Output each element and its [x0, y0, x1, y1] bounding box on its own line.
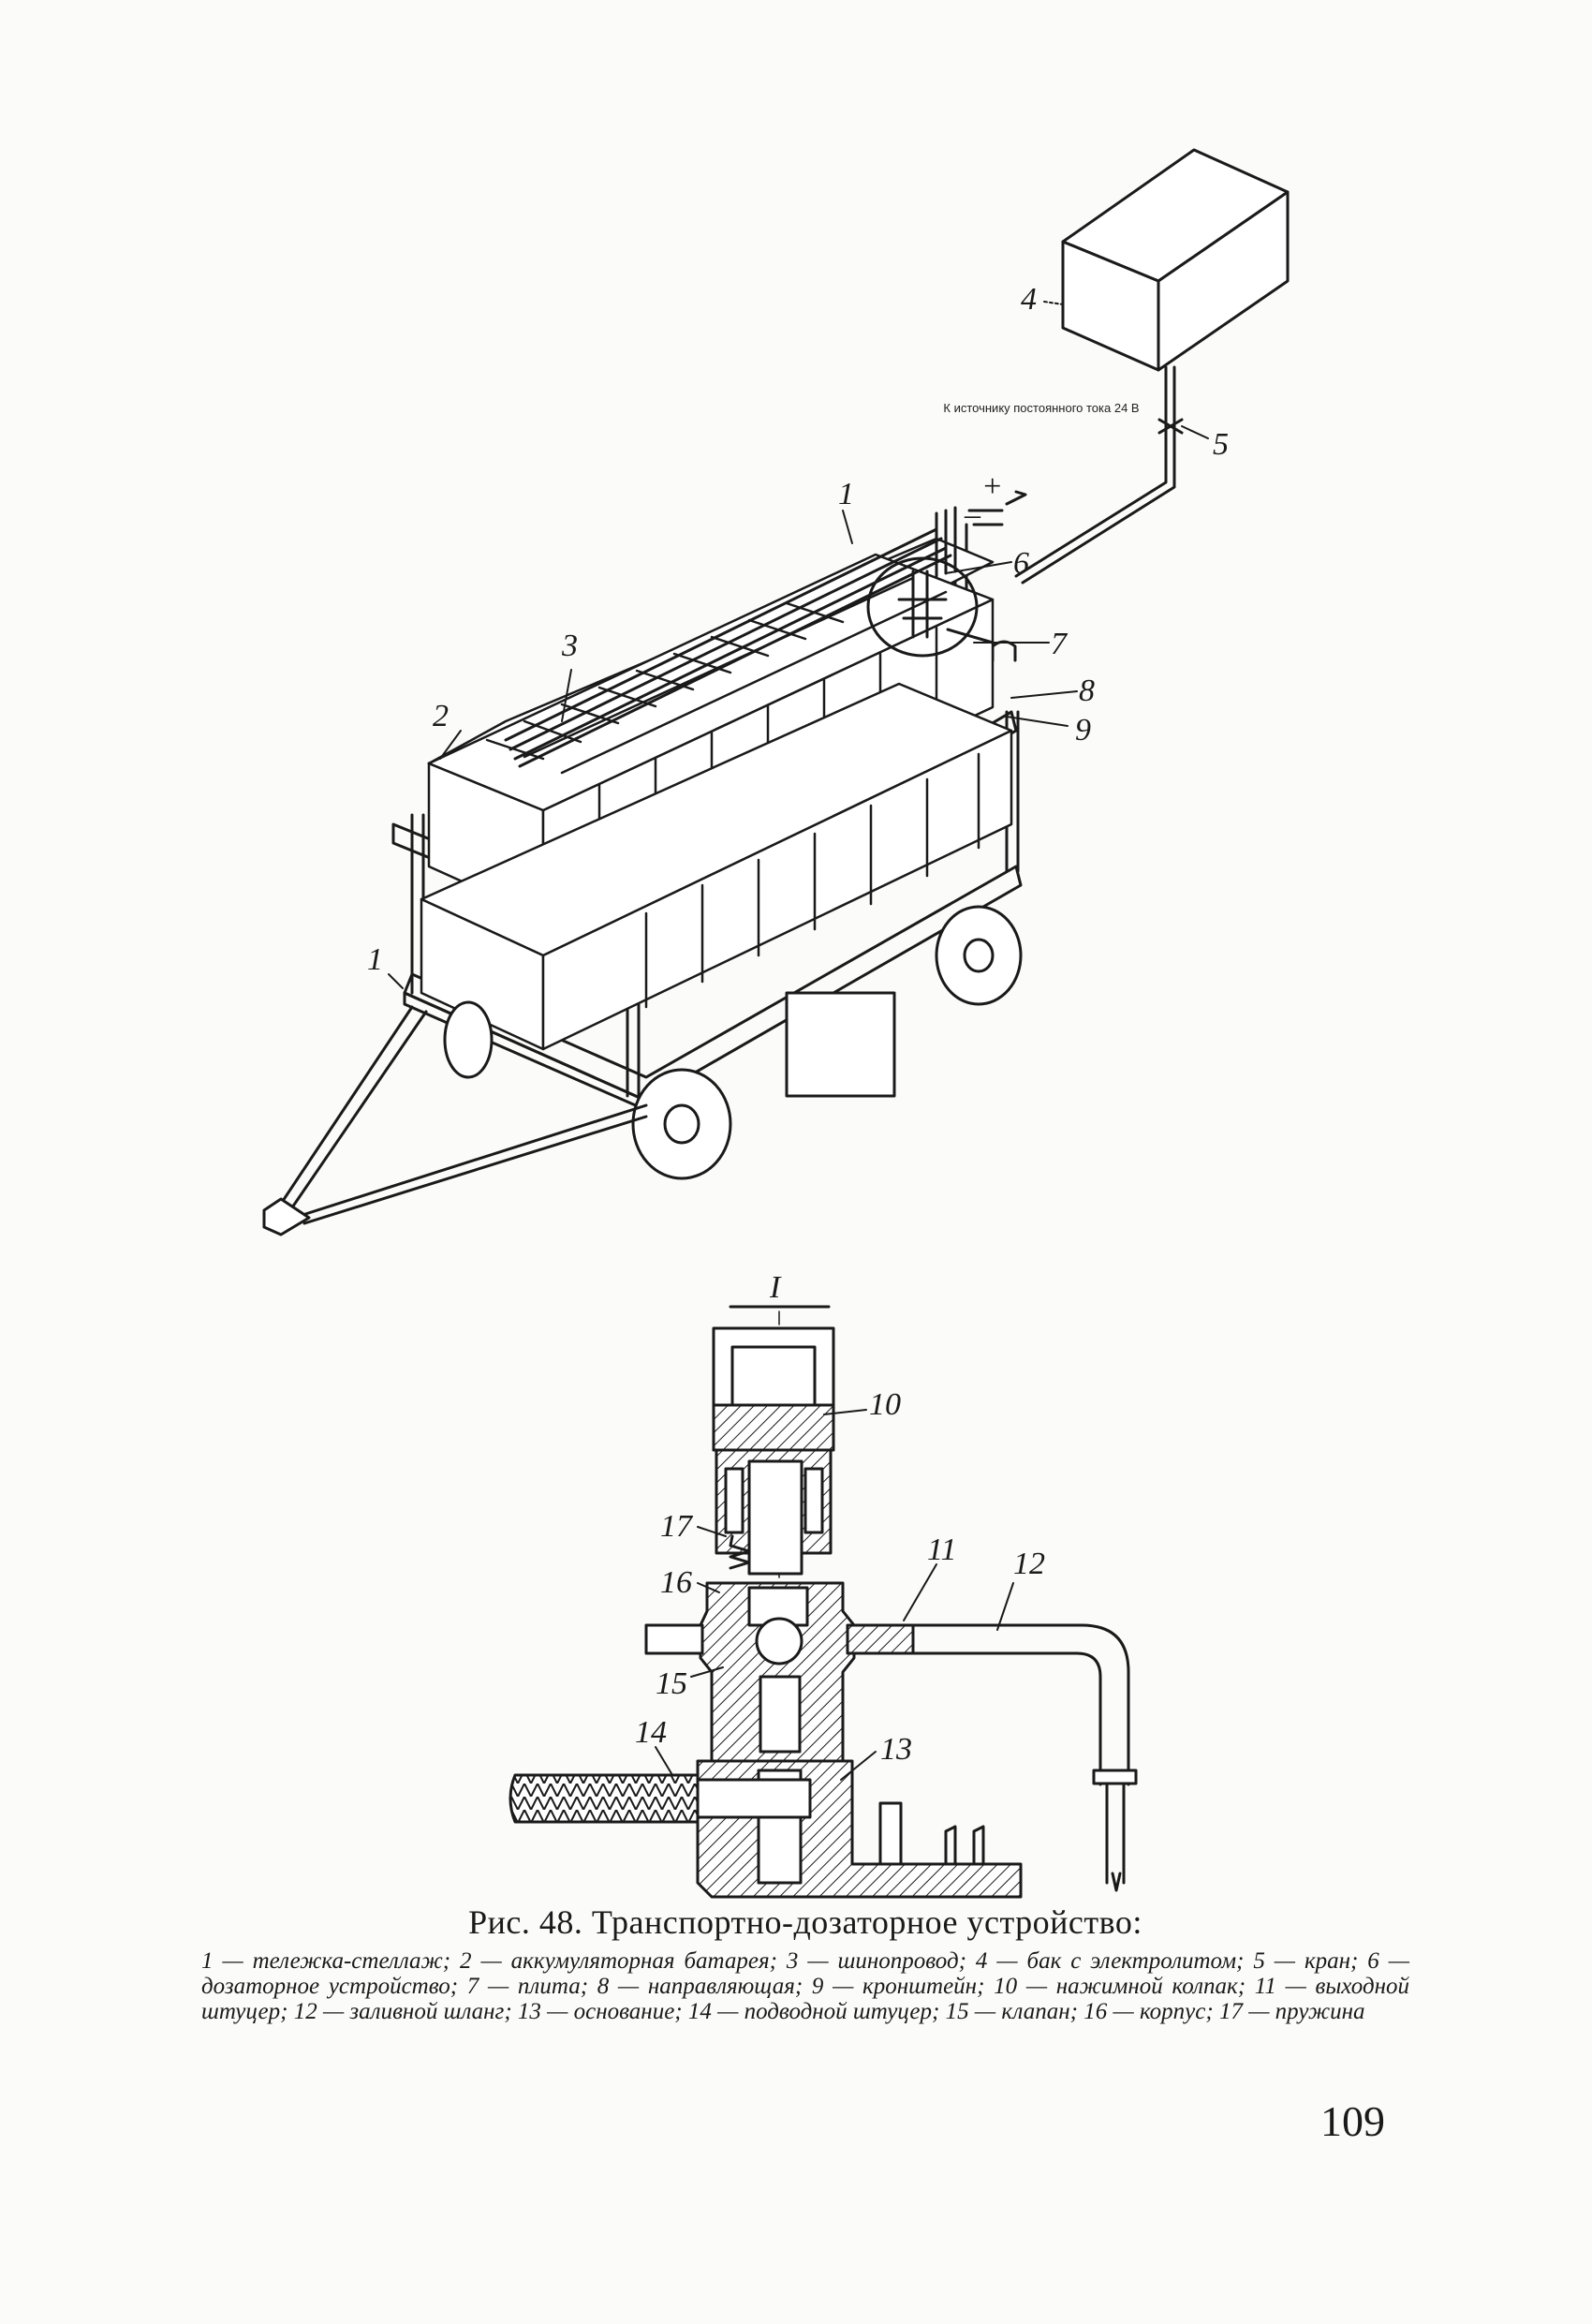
- label-1-detail: 1: [838, 477, 854, 511]
- caption-title: Рис. 48. Транспортно-дозаторное устройст…: [468, 1903, 1142, 1941]
- label-15: 15: [656, 1666, 687, 1701]
- detail-circle: [866, 556, 995, 658]
- electrolyte-tank: [1061, 148, 1290, 372]
- label-8: 8: [1079, 674, 1095, 708]
- supply-pipe: [1014, 365, 1184, 585]
- callout-text: К источнику постоянного тока 24 В: [943, 401, 1139, 415]
- label-5: 5: [1213, 427, 1229, 462]
- label-9: 9: [1075, 713, 1091, 748]
- polarity-minus: –: [964, 497, 981, 532]
- label-17: 17: [660, 1509, 694, 1544]
- label-13: 13: [880, 1732, 912, 1767]
- label-14: 14: [635, 1715, 667, 1750]
- label-7: 7: [1051, 627, 1069, 661]
- tow-bar: [262, 1005, 648, 1236]
- label-16: 16: [660, 1565, 692, 1600]
- upper-leaders: [388, 301, 1209, 989]
- dosing-device-section: [509, 1305, 1138, 1899]
- label-section-I: I: [769, 1270, 782, 1305]
- polarity-plus: +: [981, 469, 1003, 504]
- battery-row-lower: [420, 682, 1013, 1051]
- label-2: 2: [433, 699, 449, 733]
- label-11: 11: [927, 1532, 956, 1567]
- label-3: 3: [561, 629, 578, 663]
- label-1-cart: 1: [367, 942, 383, 977]
- page-number: 109: [1320, 2097, 1385, 2145]
- wheels: [443, 905, 1023, 1180]
- label-12: 12: [1013, 1547, 1045, 1581]
- figure-caption: Рис. 48. Транспортно-дозаторное устройст…: [201, 1902, 1409, 2024]
- label-10: 10: [869, 1387, 901, 1422]
- label-4: 4: [1021, 282, 1037, 317]
- label-6: 6: [1013, 546, 1029, 581]
- callout-power-source: К источнику постоянного тока 24 В: [943, 401, 1139, 415]
- caption-legend: 1 — тележка-стеллаж; 2 — аккумуляторная …: [201, 1948, 1409, 2024]
